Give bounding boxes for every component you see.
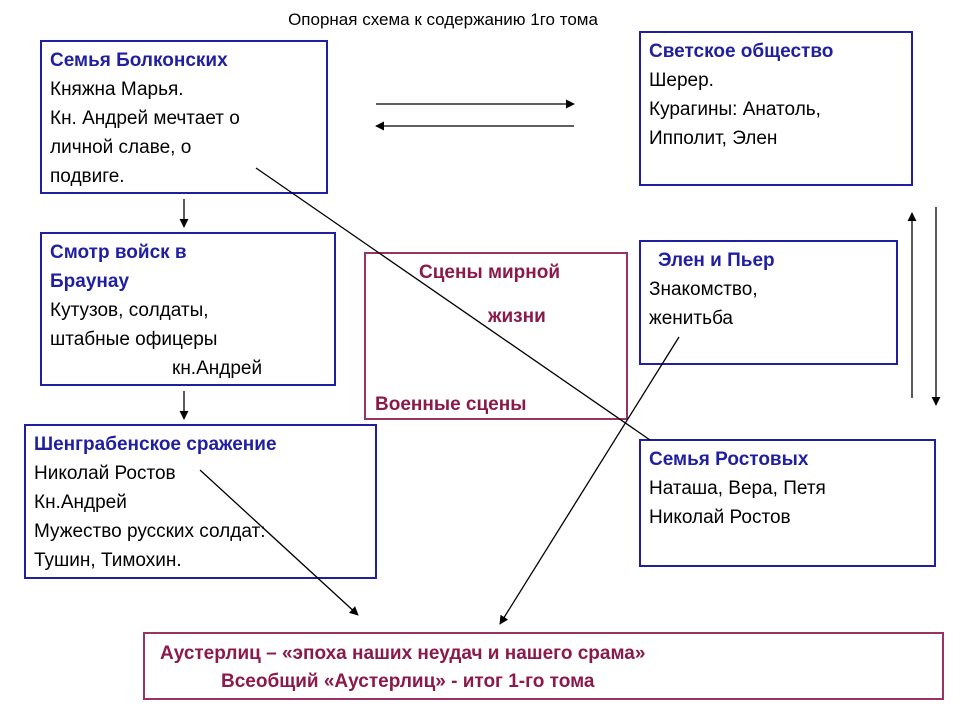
box-line: Николай Ростов [34, 463, 176, 484]
box-line: Курагины: Анатоль, [649, 99, 821, 120]
braunau-review-box: Смотр войск в Браунау Кутузов, солдаты, … [40, 232, 336, 386]
box-line: Княжна Марья. [50, 79, 184, 100]
box-heading: Смотр войск в [50, 242, 187, 263]
box-line: Мужество русских солдат: [34, 521, 266, 542]
box-heading: Шенграбенское сражение [34, 434, 277, 455]
peace-scenes-label-continued: жизни [488, 306, 546, 327]
scenes-center-box: Сцены мирной жизни Военные сцены [364, 252, 628, 420]
box-line: Ипполит, Элен [649, 128, 778, 149]
box-line: штабные офицеры [50, 329, 218, 350]
austerlitz-line-1: Аустерлиц – «эпоха наших неудач и нашего… [160, 643, 646, 664]
diagram-title: Опорная схема к содержанию 1го тома [288, 10, 598, 29]
box-line: Николай Ростов [649, 507, 791, 528]
peace-scenes-label: Сцены мирной [419, 262, 561, 283]
box-heading: Светское общество [649, 41, 834, 62]
helen-pierre-box: Элен и Пьер Знакомство, женитьба [639, 240, 898, 365]
box-heading: Элен и Пьер [658, 250, 775, 271]
box-heading: Семья Ростовых [649, 449, 809, 470]
box-line: Кутузов, солдаты, [50, 300, 209, 321]
box-line: личной славе, о [50, 137, 192, 158]
box-line: Наташа, Вера, Петя [649, 478, 826, 499]
austerlitz-box: Аустерлиц – «эпоха наших неудач и нашего… [143, 632, 944, 700]
box-line: женитьба [649, 308, 733, 329]
box-heading: Семья Болконских [50, 50, 228, 71]
high-society-box: Светское общество Шерер. Курагины: Анато… [639, 31, 913, 186]
bolkonsky-family-box: Семья Болконских Княжна Марья. Кн. Андре… [40, 40, 328, 194]
box-line: кн.Андрей [172, 358, 263, 379]
rostov-family-box: Семья Ростовых Наташа, Вера, Петя Никола… [639, 439, 936, 567]
austerlitz-line-2: Всеобщий «Аустерлиц» - итог 1-го тома [221, 671, 595, 692]
schongrabern-battle-box: Шенграбенское сражение Николай Ростов Кн… [24, 424, 377, 579]
box-line: Знакомство, [649, 279, 758, 300]
box-line: Тушин, Тимохин. [34, 550, 182, 571]
war-scenes-label: Военные сцены [375, 394, 527, 415]
box-line: Кн.Андрей [34, 492, 127, 513]
box-line: подвиге. [50, 166, 125, 187]
box-heading: Браунау [50, 271, 130, 292]
box-line: Шерер. [649, 70, 714, 91]
box-line: Кн. Андрей мечтает о [50, 108, 240, 129]
